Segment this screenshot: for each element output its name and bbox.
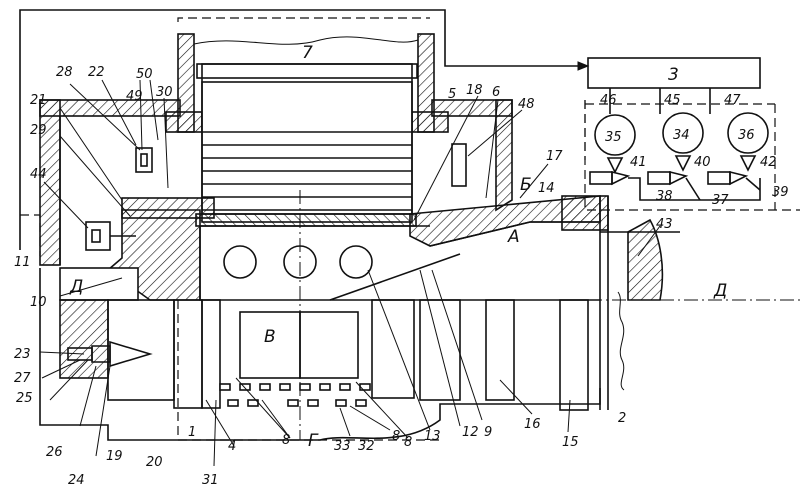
label-19: 19 [106,449,123,464]
label-50: 50 [136,67,153,82]
label-35: 35 [605,130,622,145]
lower-chambers [60,300,588,410]
label-8c: 8 [404,435,412,450]
label-42: 42 [760,155,777,170]
label-7: 7 [302,43,313,63]
label-8a: 8 [282,433,290,448]
label-2: 2 [618,411,626,426]
label-44: 44 [30,167,47,182]
valves [590,172,760,200]
label-4: 4 [228,439,236,454]
label-11: 11 [14,255,31,270]
label-10: 10 [30,295,47,310]
window-49 [136,148,152,172]
label-38: 38 [656,189,673,204]
label-20: 20 [146,455,163,470]
label-33: 33 [334,439,351,454]
label-25: 25 [16,391,33,406]
end-cap-43 [618,220,662,390]
label-37: 37 [712,193,729,208]
label-29: 29 [30,123,47,138]
window-48 [452,144,466,186]
label-23: 23 [14,347,31,362]
label-34: 34 [673,128,690,143]
label-45: 45 [664,93,681,108]
label-47: 47 [724,93,741,108]
label-14: 14 [538,181,555,196]
zone-g: Г [308,431,319,451]
label-5: 5 [448,87,456,102]
rotor-holes [224,246,372,278]
label-27: 27 [14,371,31,386]
label-41: 41 [630,155,647,170]
label-18: 18 [466,83,483,98]
label-13: 13 [424,429,441,444]
label-26: 26 [46,445,63,460]
label-1: 1 [188,425,196,440]
label-46: 46 [600,93,617,108]
label-9: 9 [484,425,492,440]
zone-b: Б [520,175,532,195]
label-16: 16 [524,417,541,432]
label-39: 39 [772,185,789,200]
label-40: 40 [694,155,711,170]
label-24: 24 [68,473,85,488]
label-6: 6 [492,85,500,100]
label-21: 21 [30,93,47,108]
label-31: 31 [202,473,219,488]
label-28: 28 [56,65,73,80]
zone-a: А [507,227,520,247]
zone-d-right: Д [713,281,727,301]
zone-d-left: Д [69,277,83,297]
label-12: 12 [462,425,479,440]
label-15: 15 [562,435,579,450]
label-30: 30 [156,85,173,100]
label-49: 49 [126,89,143,104]
label-8b: 8 [392,429,400,444]
zone-v: В [264,327,276,347]
label-17: 17 [546,149,563,164]
label-36: 36 [738,128,755,143]
heating-pads [220,384,370,406]
label-48: 48 [518,97,535,112]
label-43: 43 [656,217,673,232]
label-32: 32 [358,439,375,454]
label-3: 3 [668,65,679,85]
label-22: 22 [88,65,105,80]
